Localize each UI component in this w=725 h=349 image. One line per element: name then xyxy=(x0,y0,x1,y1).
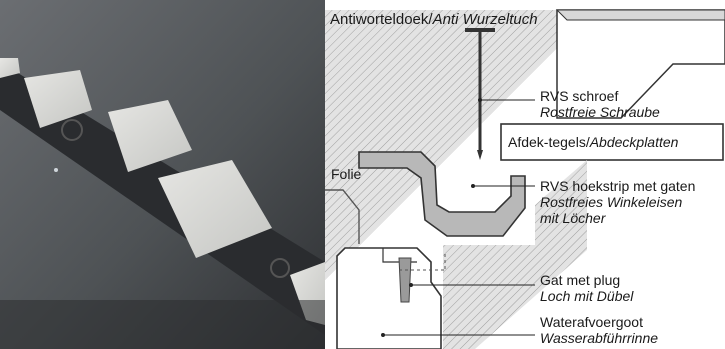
label-gutter-nl: Waterafvoergoot xyxy=(540,314,643,330)
tile xyxy=(0,58,20,78)
label-hole-plug: Gat met plug Loch mit Dübel xyxy=(540,272,633,304)
drain-hole xyxy=(61,119,83,141)
tile xyxy=(24,70,92,128)
lower-soil xyxy=(443,160,587,349)
soil-area xyxy=(325,10,557,280)
label-cover-tiles: Afdek-tegels/Abdeckplatten xyxy=(508,134,678,150)
label-screw-de: Rostfreie Schraube xyxy=(540,104,660,120)
label-angle-strip: RVS hoekstrip met gaten Rostfreies Winke… xyxy=(540,178,695,226)
label-root-cloth-de: Anti Wurzeltuch xyxy=(432,11,538,28)
leader-lines xyxy=(383,99,535,336)
cover-tile xyxy=(500,123,724,161)
label-screw: RVS schroef Rostfreie Schraube xyxy=(540,88,660,120)
water-gutter xyxy=(336,247,442,349)
tile-row xyxy=(0,58,325,325)
label-angle-strip-nl: RVS hoekstrip met gaten xyxy=(540,178,696,194)
label-foil: Folie xyxy=(331,166,362,182)
label-hole-plug-nl: Gat met plug xyxy=(540,272,621,288)
label-root-cloth: Antiworteldoek/Anti Wurzeltuch xyxy=(330,12,538,28)
label-gutter-de: Wasserabführrinne xyxy=(540,330,659,346)
label-root-cloth-nl: Antiworteldoek/ xyxy=(330,11,433,28)
slab-top-edge xyxy=(555,9,725,21)
label-angle-strip-de-2: mit Löcher xyxy=(540,210,606,226)
label-gutter: Waterafvoergoot Wasserabführrinne xyxy=(540,314,658,346)
screw-icon xyxy=(465,28,495,160)
angle-strip xyxy=(358,151,526,237)
label-hole-plug-de: Loch mit Dübel xyxy=(540,288,634,304)
foil-line xyxy=(325,189,360,244)
label-cover-tiles-nl: Afdek-tegels/ xyxy=(508,134,590,150)
tile xyxy=(108,100,192,172)
upper-slab xyxy=(556,9,725,119)
label-angle-strip-de-1: Rostfreies Winkeleisen xyxy=(540,194,683,210)
cross-section-diagram xyxy=(325,0,725,349)
drain-hole xyxy=(270,258,290,278)
photo-panel xyxy=(0,0,325,349)
label-cover-tiles-de: Abdeckplatten xyxy=(589,134,679,150)
tile xyxy=(158,160,272,258)
plug-icon xyxy=(398,257,412,303)
label-screw-nl: RVS schroef xyxy=(540,88,619,104)
